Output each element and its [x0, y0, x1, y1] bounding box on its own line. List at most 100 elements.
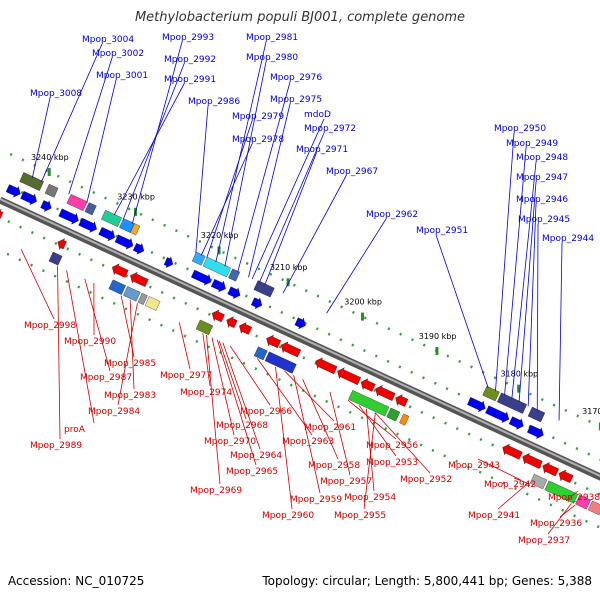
- track-guide-0: [9, 152, 600, 428]
- bottom-gene-label: Mpop_2969: [190, 486, 242, 496]
- gene-feature-32: [0, 209, 4, 220]
- bottom-gene-label: Mpop_2952: [400, 475, 452, 485]
- gene-feature-56: [253, 346, 268, 361]
- gene-feature-14: [5, 184, 21, 198]
- bottom-leader-line: [513, 477, 530, 485]
- bottom-gene-label: Mpop_2964: [230, 451, 282, 461]
- bottom-gene-label: Mpop_2959: [290, 495, 342, 505]
- gene-feature-59: [386, 407, 401, 422]
- gene-feature-39: [266, 334, 282, 349]
- top-leader-line: [282, 175, 347, 294]
- top-gene-label: Mpop_2979: [232, 112, 284, 122]
- gene-feature-0: [19, 172, 44, 191]
- bottom-gene-label: proA: [64, 425, 86, 435]
- top-gene-label: Mpop_2972: [304, 124, 356, 134]
- kbp-tick-mark: [47, 168, 51, 177]
- top-leader-line: [536, 223, 539, 411]
- bottom-gene-label: Mpop_2963: [282, 437, 334, 447]
- bottom-leader-line: [329, 391, 351, 476]
- kbp-tick-mark: [435, 346, 439, 355]
- bottom-leader-line: [497, 482, 529, 510]
- genome-axis-highlight: [0, 198, 600, 477]
- bottom-leader-line: [20, 249, 55, 320]
- kbp-tick-label: 3240 kbp: [31, 153, 69, 162]
- gene-feature-41: [315, 357, 338, 375]
- bottom-leader-line: [216, 339, 257, 466]
- kbp-tick-mark: [360, 312, 364, 321]
- top-gene-label: Mpop_2948: [516, 153, 568, 163]
- bottom-leader-line: [178, 322, 191, 370]
- top-leader-line: [113, 83, 185, 216]
- bottom-gene-label: Mpop_2958: [308, 461, 360, 471]
- bottom-gene-label: Mpop_2960: [262, 511, 314, 521]
- bottom-gene-label: Mpop_2985: [104, 359, 156, 369]
- gene-feature-34: [112, 263, 129, 278]
- top-gene-label: Mpop_2976: [270, 73, 322, 83]
- gene-feature-37: [226, 316, 238, 328]
- bottom-gene-label: Mpop_2974: [180, 388, 232, 398]
- gene-feature-18: [78, 217, 97, 233]
- gene-feature-63: [575, 494, 591, 510]
- top-leader-line: [248, 103, 291, 278]
- top-gene-label: mdoD: [304, 110, 331, 120]
- bottom-gene-label: Mpop_2936: [530, 519, 582, 529]
- kbp-tick-label: 3180 kbp: [500, 370, 538, 379]
- bottom-gene-label: Mpop_2942: [484, 480, 536, 490]
- bottom-gene-label: Mpop_2968: [216, 421, 268, 431]
- gene-feature-23: [190, 269, 212, 286]
- gene-feature-12: [497, 392, 527, 414]
- gene-feature-2: [66, 194, 88, 211]
- gene-feature-8: [202, 256, 231, 278]
- top-gene-label: Mpop_2962: [366, 210, 418, 220]
- bottom-leader-line: [347, 399, 397, 440]
- bottom-gene-label: Mpop_2961: [304, 423, 356, 433]
- bottom-gene-label: Mpop_2956: [366, 441, 418, 451]
- top-gene-label: Mpop_2949: [506, 139, 558, 149]
- bottom-leader-line: [358, 405, 397, 457]
- gene-feature-1: [44, 183, 59, 198]
- top-gene-label: Mpop_2971: [296, 145, 348, 155]
- gene-feature-22: [163, 256, 174, 269]
- top-leader-line: [495, 132, 515, 392]
- gene-feature-57: [264, 351, 297, 374]
- gene-feature-36: [211, 309, 225, 323]
- gene-feature-16: [40, 200, 52, 212]
- bottom-gene-label: Mpop_2953: [366, 458, 418, 468]
- top-leader-line: [259, 132, 325, 283]
- gene-feature-64: [588, 500, 600, 516]
- bottom-leader-line: [117, 303, 138, 406]
- gene-feature-33: [57, 238, 67, 251]
- top-gene-label: Mpop_2967: [326, 167, 378, 177]
- bottom-gene-label: Mpop_2943: [448, 461, 500, 471]
- bottom-gene-label: Mpop_2998: [24, 321, 76, 331]
- gene-feature-4: [101, 209, 122, 227]
- gene-feature-24: [210, 279, 226, 293]
- bottom-leader-line: [565, 490, 579, 502]
- kbp-tick-label: 3170 kbp: [582, 407, 600, 416]
- top-gene-label: Mpop_2978: [232, 135, 284, 145]
- gene-feature-48: [542, 462, 560, 477]
- bottom-gene-label: Mpop_2941: [468, 511, 520, 521]
- top-gene-label: Mpop_2947: [516, 173, 568, 183]
- top-leader-line: [206, 120, 253, 259]
- bottom-leader-line: [284, 370, 335, 422]
- gene-feature-17: [58, 208, 79, 225]
- gene-feature-45: [395, 394, 409, 407]
- top-leader-line: [237, 81, 291, 273]
- kbp-tick-mark: [286, 278, 290, 287]
- top-gene-label: Mpop_2993: [162, 33, 214, 43]
- bottom-gene-label: Mpop_2977: [160, 371, 212, 381]
- gene-feature-55: [195, 319, 214, 336]
- top-leader-line: [251, 118, 325, 280]
- top-leader-line: [224, 61, 267, 267]
- gene-feature-35: [130, 271, 149, 287]
- bottom-leader-line: [229, 345, 271, 406]
- gene-feature-54: [144, 296, 161, 311]
- top-gene-label: Mpop_2950: [494, 124, 546, 134]
- kbp-tick-label: 3190 kbp: [419, 332, 457, 341]
- kbp-tick-label: 3200 kbp: [344, 297, 382, 306]
- top-gene-label: Mpop_2992: [164, 55, 216, 65]
- bottom-gene-label: Mpop_2990: [64, 337, 116, 347]
- topology-text: Topology: circular; Length: 5,800,441 bp…: [262, 574, 592, 588]
